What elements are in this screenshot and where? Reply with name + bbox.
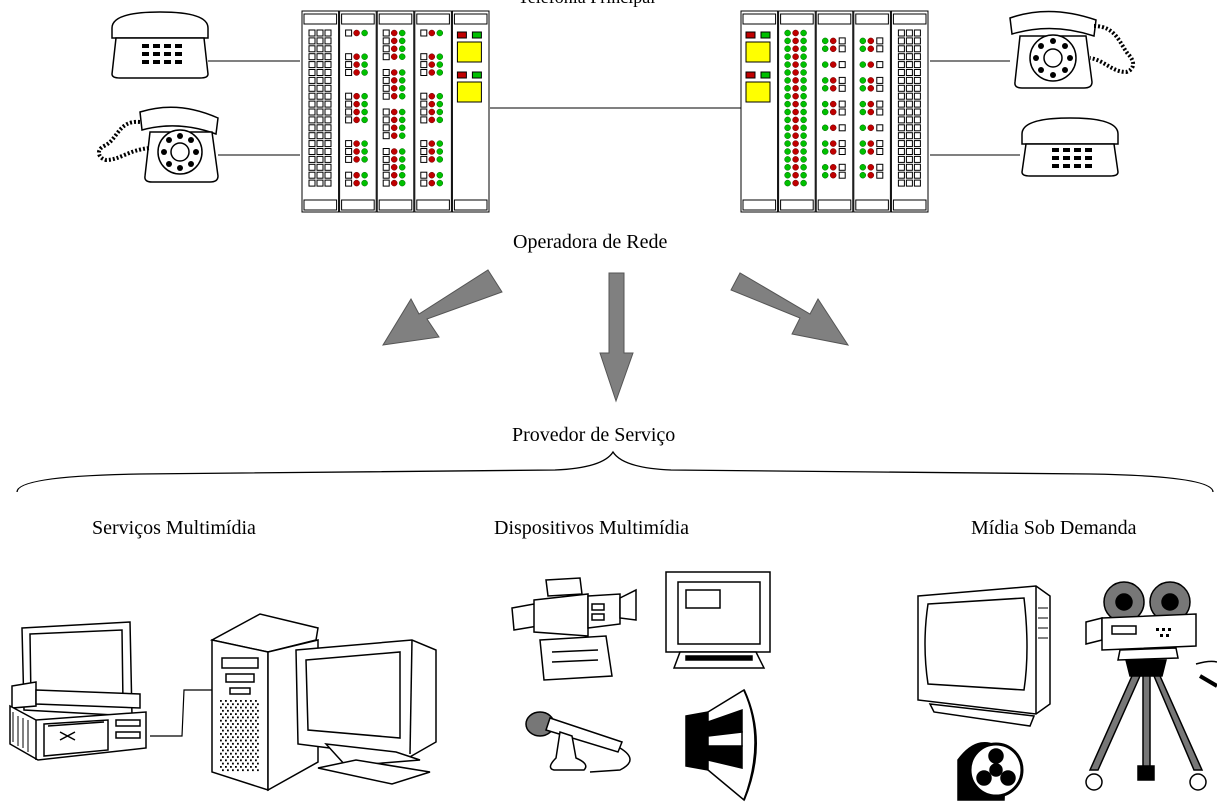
category-multimedia-services: Serviços Multimídia <box>92 517 256 539</box>
arrow-down-icon <box>599 272 634 403</box>
service-provider-label: Provedor de Serviço <box>512 424 676 446</box>
television-icon <box>917 585 1051 727</box>
arrow-down-left-icon <box>382 269 503 346</box>
monitor-icon <box>295 639 437 785</box>
switch-rack-modules <box>301 10 490 213</box>
tower-pc-icon <box>209 613 319 792</box>
switch-rack-modules <box>740 10 929 213</box>
device-cable <box>150 689 214 737</box>
category-media-on-demand: Mídia Sob Demanda <box>971 517 1137 539</box>
grouping-brace <box>16 450 1214 493</box>
monitor-icon <box>665 571 771 669</box>
telephone-switch-rack-icon <box>740 10 929 213</box>
push-button-phone-icon <box>111 11 209 79</box>
desktop-computer-icon <box>9 621 147 761</box>
film-reel-icon <box>957 742 1024 801</box>
push-button-phone-icon <box>1021 117 1119 177</box>
rotary-phone-icon <box>97 106 219 183</box>
rotary-phone-icon <box>1009 10 1135 89</box>
connection-lines <box>208 60 1020 156</box>
speaker-icon <box>685 688 757 802</box>
network-operator-label: Operadora de Rede <box>513 231 668 253</box>
microphone-icon <box>525 711 631 773</box>
top-caption: Telefonia Principal <box>518 0 655 8</box>
arrow-down-right-icon <box>730 272 850 346</box>
film-projector-icon <box>1085 581 1217 791</box>
camcorder-icon <box>511 577 637 681</box>
telephone-switch-rack-icon <box>301 10 490 213</box>
category-multimedia-devices: Dispositivos Multimídia <box>494 517 690 539</box>
